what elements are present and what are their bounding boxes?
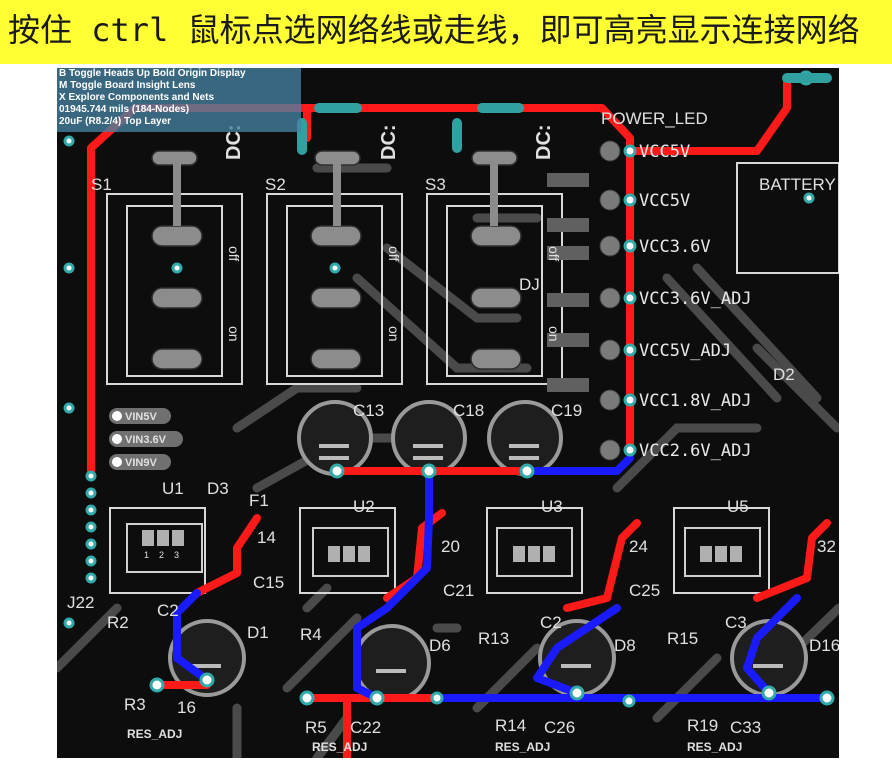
info-line-3: X Explore Components and Nets <box>59 92 215 103</box>
dc-jack-label-c: DC: <box>533 124 555 160</box>
vias[interactable] <box>63 70 835 708</box>
c19-label: C19 <box>551 401 582 420</box>
d16-label: D16 <box>809 636 839 655</box>
regulators[interactable] <box>126 523 761 577</box>
c2-label: C2 <box>157 601 179 620</box>
dc-jack-label-a: DC: <box>223 124 245 160</box>
c16-label: 16 <box>177 698 196 717</box>
f1-label: F1 <box>249 491 269 510</box>
tutorial-caption-banner: 按住 ctrl 鼠标点选网络线或走线，即可高亮显示连接网络 <box>0 0 892 64</box>
s3-off-label: off <box>546 246 562 261</box>
u3-label: U3 <box>541 497 563 516</box>
vin36-label: VIN3.6V <box>125 434 167 446</box>
j22-label: J22 <box>67 593 94 612</box>
net-label-vcc36adj: VCC3.6V_ADJ <box>639 289 752 309</box>
u1-pin-2: 2 <box>159 550 164 560</box>
r5-label: R5 <box>305 718 327 737</box>
u1-pin-3: 3 <box>174 550 179 560</box>
c18-label: C18 <box>453 401 484 420</box>
c32-label: 32 <box>817 537 836 556</box>
led-footprints[interactable] <box>599 140 621 461</box>
net-label-vcc18adj: VCC1.8V_ADJ <box>639 391 752 411</box>
c20-label: 20 <box>441 537 460 556</box>
c22-label: C22 <box>350 718 381 737</box>
c24-label: 24 <box>629 537 648 556</box>
s3-on-label: on <box>546 326 562 342</box>
d3-label: D3 <box>207 479 229 498</box>
bottom-layer-traces[interactable] <box>173 454 831 702</box>
info-line-2: M Toggle Board Insight Lens <box>59 80 196 91</box>
switch-stems <box>173 164 498 226</box>
net-label-vcc5vadj: VCC5V_ADJ <box>639 341 731 361</box>
s3-label: S3 <box>425 175 446 194</box>
switch-state-labels: off on off on off on <box>226 246 562 342</box>
res-adj-label-r3: RES_ADJ <box>127 727 182 741</box>
switch-pads[interactable] <box>151 150 522 370</box>
pcb-editor-canvas[interactable]: S1 S2 S3 C13 C18 C19 U1 U2 U3 U5 D1 D2 D… <box>57 68 839 758</box>
info-line-4: 01945.744 mils (184-Nodes) <box>59 104 190 115</box>
net-label-vcc5v-top: VCC5V <box>639 142 690 162</box>
s2-on-label: on <box>386 326 402 342</box>
r4-label: R4 <box>300 625 322 644</box>
power-led-label: POWER_LED <box>601 109 708 128</box>
c13-label: C13 <box>353 401 384 420</box>
res-adj-labels: RES_ADJ RES_ADJ RES_ADJ RES_ADJ <box>127 727 742 754</box>
info-line-1: B Toggle Heads Up Bold Origin Display <box>59 68 246 79</box>
info-line-5: 20uF (R8.2/4) Top Layer <box>59 116 172 127</box>
vin-jumpers[interactable]: VIN5V VIN3.6V VIN9V <box>109 408 183 470</box>
led-net-labels: VCC5V VCC5V VCC3.6V VCC3.6V_ADJ VCC5V_AD… <box>639 142 752 461</box>
vin9v-label: VIN9V <box>125 457 157 469</box>
caption-text: 按住 ctrl 鼠标点选网络线或走线，即可高亮显示连接网络 <box>8 11 860 49</box>
r2-label: R2 <box>107 613 129 632</box>
u5-label: U5 <box>727 497 749 516</box>
c3-label: C3 <box>725 613 747 632</box>
res-adj-label-r5: RES_ADJ <box>312 740 367 754</box>
silkscreen-designators: S1 S2 S3 C13 C18 C19 U1 U2 U3 U5 D1 D2 D… <box>67 109 839 737</box>
regulator-pin-numbers: 1 2 3 <box>144 550 179 560</box>
r14-label: R14 <box>495 716 526 735</box>
regulator-pins[interactable] <box>142 530 742 562</box>
u2-label: U2 <box>353 497 375 516</box>
capacitor-polarity-marks <box>191 444 783 673</box>
heads-up-info-panel: B Toggle Heads Up Bold Origin Display M … <box>57 68 301 132</box>
c26-label: C26 <box>544 718 575 737</box>
switch-outlines <box>106 162 839 594</box>
d8-label: D8 <box>614 636 636 655</box>
resistor-pads[interactable] <box>547 173 589 392</box>
d2-label: D2 <box>773 365 795 384</box>
u1-label: U1 <box>162 479 184 498</box>
r13-label: R13 <box>478 629 509 648</box>
d6-label: D6 <box>429 636 451 655</box>
battery-label: BATTERY <box>759 175 836 194</box>
dc-jack-label-b: DC: <box>378 124 400 160</box>
dc-jack-labels: DC: DC: DC: <box>223 124 555 160</box>
res-adj-label-r14: RES_ADJ <box>495 740 550 754</box>
s1-label: S1 <box>91 175 112 194</box>
electrolytic-capacitors[interactable] <box>168 400 808 702</box>
s1-on-label: on <box>226 326 242 342</box>
r15-label: R15 <box>667 629 698 648</box>
d1-label: D1 <box>247 623 269 642</box>
r19-label: R19 <box>687 716 718 735</box>
c27-label: C2 <box>540 613 562 632</box>
teal-pads[interactable] <box>297 73 832 155</box>
s2-off-label: off <box>386 246 402 261</box>
net-label-vcc26adj: VCC2.6V_ADJ <box>639 441 752 461</box>
res-adj-label-r19: RES_ADJ <box>687 740 742 754</box>
net-label-vcc5v: VCC5V <box>639 191 690 211</box>
c15-label: C15 <box>253 573 284 592</box>
c33-label: C33 <box>730 718 761 737</box>
net-label-vcc36: VCC3.6V <box>639 237 711 257</box>
r3-label: R3 <box>124 695 146 714</box>
s1-off-label: off <box>226 246 242 261</box>
c25-label: C25 <box>629 581 660 600</box>
c14-label: 14 <box>257 528 276 547</box>
dj-label: DJ <box>519 275 540 294</box>
s2-label: S2 <box>265 175 286 194</box>
pcb-layout[interactable]: S1 S2 S3 C13 C18 C19 U1 U2 U3 U5 D1 D2 D… <box>57 68 839 758</box>
vin5v-label: VIN5V <box>125 411 157 423</box>
u1-pin-1: 1 <box>144 550 149 560</box>
c21-label: C21 <box>443 581 474 600</box>
